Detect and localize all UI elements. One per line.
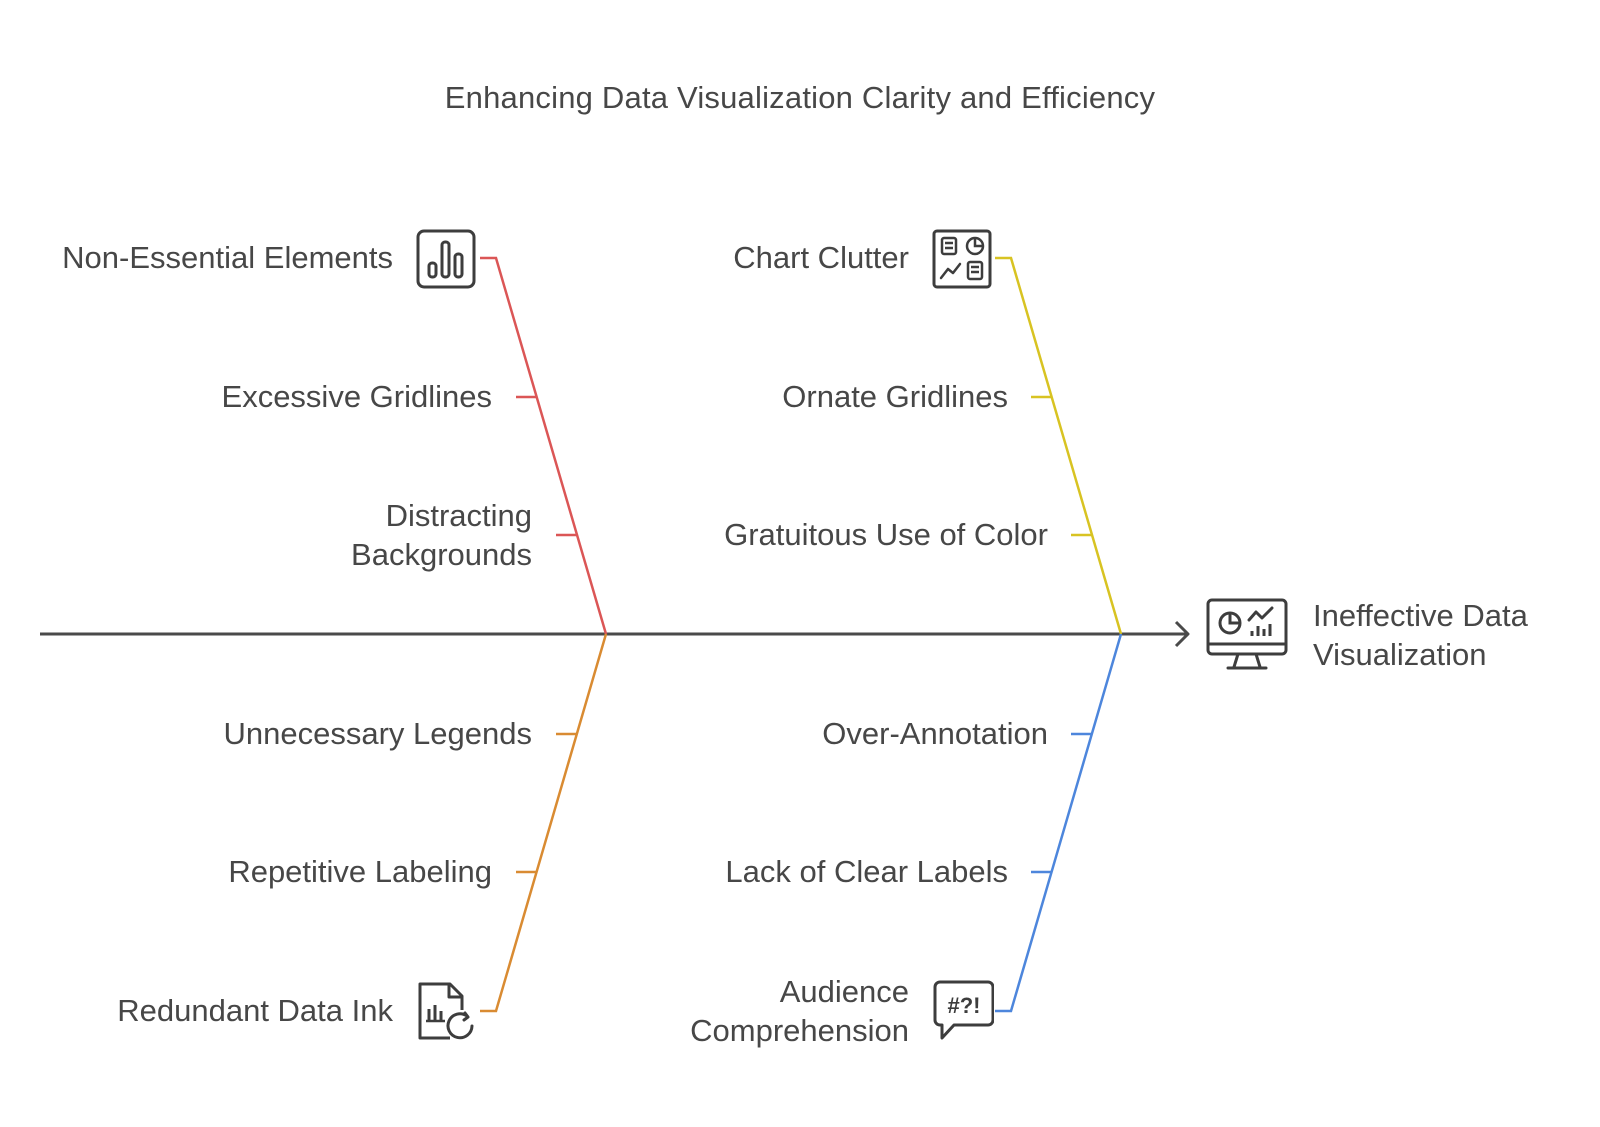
category-redundant-data-ink: Redundant Data Ink [117,993,393,1028]
category-non-essential-elements: Non-Essential Elements [62,240,393,275]
category-audience-line2: Comprehension [690,1013,909,1048]
spine-arrowhead [1174,620,1190,648]
cause-backgrounds: Backgrounds [351,537,532,572]
monitor-charts-icon [1206,598,1288,670]
diagram-title: Enhancing Data Visualization Clarity and… [444,80,1156,115]
branch-bottom-left [480,633,608,1013]
cause-over-annotation: Over-Annotation [822,716,1048,751]
effect-label-line1: Ineffective Data [1313,598,1528,633]
cause-gratuitous-use-of-color: Gratuitous Use of Color [724,517,1048,552]
cause-repetitive-labeling: Repetitive Labeling [228,854,492,889]
cause-distracting: Distracting [385,498,532,533]
cause-ornate-gridlines: Ornate Gridlines [782,379,1008,414]
category-chart-clutter: Chart Clutter [733,240,909,275]
speech-bubble-icon: #?! [933,980,994,1040]
branch-top-right [995,256,1123,635]
effect-label-line2: Visualization [1313,637,1487,672]
cause-unnecessary-legends: Unnecessary Legends [223,716,532,751]
speech-bubble-glyph: #?! [948,993,981,1018]
dashboard-icon [932,229,992,289]
document-refresh-icon [418,982,474,1040]
cause-excessive-gridlines: Excessive Gridlines [221,379,492,414]
cause-lack-of-clear-labels: Lack of Clear Labels [725,854,1008,889]
branch-top-left [480,256,608,635]
branch-bottom-right [995,633,1123,1013]
bar-chart-icon [416,229,476,289]
category-audience-line1: Audience [779,974,909,1009]
